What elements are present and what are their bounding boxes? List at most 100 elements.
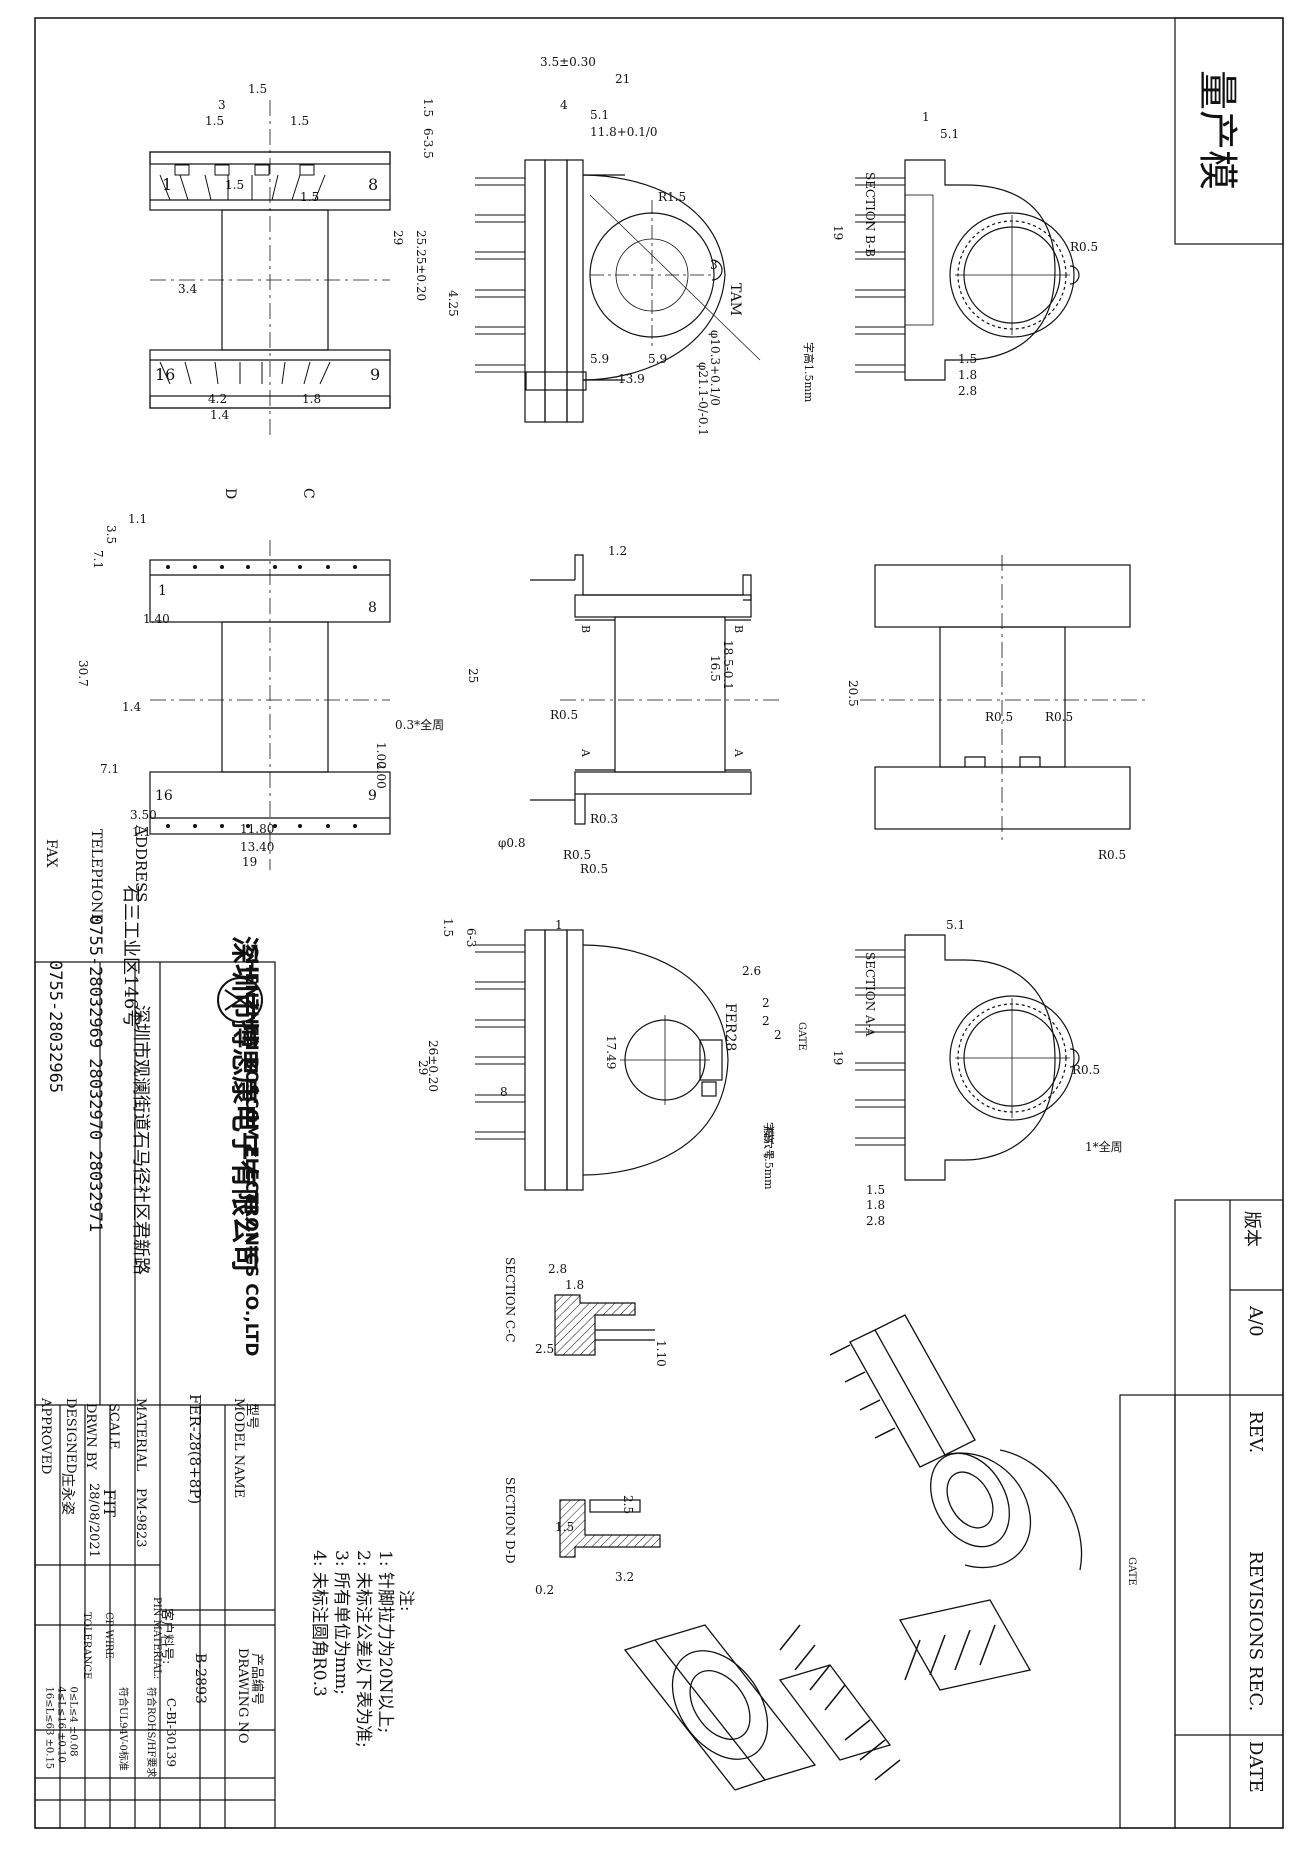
- side-view: [530, 554, 780, 825]
- dimension-label: 6-3: [464, 928, 478, 948]
- tam-label: TAM: [727, 283, 743, 317]
- dimension-label: 3.4: [178, 282, 198, 296]
- dimension-label: 18.5-0.1: [721, 640, 735, 690]
- svg-text:8: 8: [368, 175, 378, 194]
- dimension-label: 1.5: [958, 352, 978, 366]
- title-block-lines: [34, 961, 276, 1829]
- dimension-label: 1.5: [421, 98, 435, 118]
- dimension-label: 19: [242, 855, 258, 869]
- dimension-label: R0.5: [1072, 1063, 1101, 1077]
- char-height-label-2: 字高: 1.5mm: [762, 1122, 775, 1190]
- dimension-label: 1.1: [128, 512, 148, 526]
- cut-marker-d: D: [222, 488, 238, 500]
- dimension-label: 2.6: [742, 964, 762, 978]
- note-2: 2: 未标注公差以下表为准;: [353, 1550, 373, 1748]
- section-cc-title: SECTION C-C: [503, 1257, 517, 1343]
- dimension-label: 2.5: [621, 1495, 635, 1515]
- svg-text:16: 16: [155, 788, 173, 804]
- dimension-label: 1.4: [122, 700, 142, 714]
- isometric-view-2: [623, 1624, 901, 1791]
- address-line2: 石三工业区146号: [120, 885, 141, 1028]
- dimension-label: R0.5: [1070, 240, 1099, 254]
- dimension-label: 11.8+0.1/0: [590, 125, 658, 139]
- model-label-en: MODEL NAME: [231, 1398, 246, 1499]
- bottom-view: 1 8 16 9: [149, 540, 391, 870]
- dimension-label: 25: [466, 668, 480, 684]
- dimension-label: R0.5: [580, 862, 609, 876]
- dimension-label: 5.9: [590, 352, 610, 366]
- front-view: [475, 159, 761, 423]
- dimension-label: R0.5: [1098, 848, 1127, 862]
- model-label-cn: 型号: [244, 1403, 259, 1430]
- end-view: [860, 555, 1145, 840]
- version-label: 版本: [1241, 1211, 1262, 1247]
- dimension-label: 2.8: [866, 1214, 886, 1228]
- tolerance-row-1: 0≤L≤4 ±0.08: [67, 1686, 79, 1757]
- dimension-label: 2: [762, 996, 770, 1010]
- dimension-label: φ21.1-0/-0.1: [696, 362, 710, 436]
- fer28-label: FER28: [722, 1003, 738, 1052]
- dimension-label: 0.2: [535, 1583, 555, 1597]
- dimension-label: 3.5: [104, 525, 118, 545]
- dimension-label: 3: [710, 258, 718, 272]
- dimension-label: 7.1: [100, 762, 120, 776]
- cut-marker-a1: A: [579, 749, 592, 757]
- version-value: A/0: [1245, 1306, 1266, 1337]
- rev-label: REV.: [1245, 1411, 1266, 1454]
- cp-wire-label: CP WIRE: [103, 1612, 114, 1659]
- dimension-label: 1.8: [302, 392, 322, 406]
- section-dd-view: [559, 1499, 661, 1558]
- model-value: FER-28(8+8P): [186, 1394, 204, 1505]
- dimension-label: 1.5: [441, 918, 455, 938]
- material-label: MATERIAL: [133, 1398, 148, 1472]
- dimension-label: R0.3: [590, 812, 619, 826]
- dimension-label: 8: [500, 1085, 508, 1099]
- approved-label: APPROVED: [38, 1398, 53, 1475]
- dimension-label: 11.80: [240, 822, 275, 836]
- char-height-label: 字高1.5mm: [802, 342, 815, 403]
- dimension-label: 1.40: [143, 612, 170, 626]
- dimension-label: R0.5: [563, 848, 592, 862]
- sheet-border: [34, 17, 1284, 1829]
- dimension-label: 1.5: [290, 114, 310, 128]
- note-1: 1: 针脚拉力为20N以上;: [375, 1550, 395, 1734]
- section-aa-title: SECTION A-A: [863, 952, 877, 1037]
- dimension-label: φ10.3+0.1/0: [708, 330, 722, 406]
- dimension-label: 1.8: [958, 368, 978, 382]
- dimension-label: 4.2: [208, 392, 228, 406]
- dimension-label: 5.1: [940, 127, 960, 141]
- dimension-label: 1.5: [555, 1520, 575, 1534]
- section-cc-view: [554, 1294, 655, 1356]
- dimension-label: 0.3*全周: [395, 718, 445, 732]
- dimension-label: 19: [831, 225, 845, 241]
- dimension-label: 2: [762, 1014, 770, 1028]
- dimension-label: 1*全周: [1085, 1140, 1123, 1154]
- section-bb-view: [855, 159, 1080, 381]
- revision-table-lines: [1119, 1199, 1284, 1829]
- dimension-label: 1: [922, 110, 930, 124]
- dimension-label: 29: [391, 230, 405, 246]
- gate-label-front: GATE: [796, 1022, 807, 1051]
- front-view-2: [475, 929, 729, 1191]
- svg-text:9: 9: [370, 365, 380, 384]
- dimension-label: 1.4: [210, 408, 230, 422]
- dimension-label: 1.8: [866, 1198, 886, 1212]
- dimension-label: 21: [615, 72, 631, 86]
- dimension-label: 4.25: [446, 290, 460, 317]
- pin-material-label: PIN MATERIAL:: [151, 1597, 162, 1680]
- cut-marker-b1: B: [579, 625, 592, 634]
- revisions-label: REVISIONS REC.: [1245, 1551, 1266, 1712]
- dimension-label: R0.5: [550, 708, 579, 722]
- dimension-label: 1.1: [132, 825, 152, 839]
- fax-label: FAX: [43, 839, 59, 868]
- dimension-label: 13.40: [240, 840, 275, 854]
- dimension-label: 2.8: [548, 1262, 568, 1276]
- dimension-label: 20.5: [846, 680, 860, 707]
- drawing-value: B-2893: [192, 1653, 208, 1704]
- dimension-label: 3.50: [130, 808, 157, 822]
- dimension-label: 2: [774, 1028, 782, 1042]
- dimension-label: 7.1: [91, 550, 105, 570]
- dimension-label: 29: [416, 1060, 430, 1076]
- svg-text:1: 1: [162, 175, 172, 194]
